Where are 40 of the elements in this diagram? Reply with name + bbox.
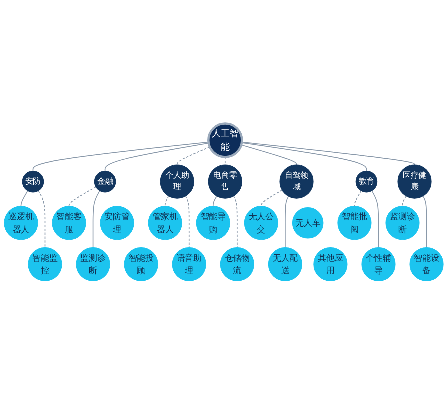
node-circle: 智能批阅 [338,206,372,240]
node-circle: 智能导购 [196,206,230,240]
node-circle: 语音助理 [172,247,206,282]
connector [212,196,218,207]
connector [354,190,362,207]
connector [164,196,170,207]
connector [185,196,190,248]
connector [68,186,96,207]
node-circle: 智能监控 [28,247,62,282]
node-circle: 个性辅导 [362,247,396,282]
connector [176,146,210,166]
connector [104,142,210,172]
connector [261,190,283,207]
node-circle: 无人配送 [268,247,302,282]
node-circle: 人工智能 [208,122,244,158]
connector [285,196,290,248]
connector [422,196,428,248]
node-circle: 智能设备 [410,247,444,282]
node-circle: 监测诊断 [386,206,420,240]
connector [38,190,46,248]
connector [224,156,226,166]
connector [241,144,298,166]
connector [242,142,416,166]
node-circle: 无人公交 [244,206,278,240]
connector [20,190,28,207]
node-circle: 管家机器人 [148,206,182,240]
connector [32,142,210,172]
node-circle: 其他应用 [314,247,348,282]
node-circle: 监测诊断 [76,247,110,282]
node-circle: 无人车 [292,208,324,239]
connector [92,190,100,248]
connector [372,190,380,248]
node-circle: 智能客服 [52,206,86,240]
node-circle: 安防管理 [100,206,134,240]
node-circle: 智能投顾 [124,247,158,282]
connector [242,142,368,172]
connector [402,196,407,207]
node-circle: 仓储物流 [220,247,254,282]
connector [233,196,238,248]
node-circle: 巡逻机器人 [4,206,38,240]
